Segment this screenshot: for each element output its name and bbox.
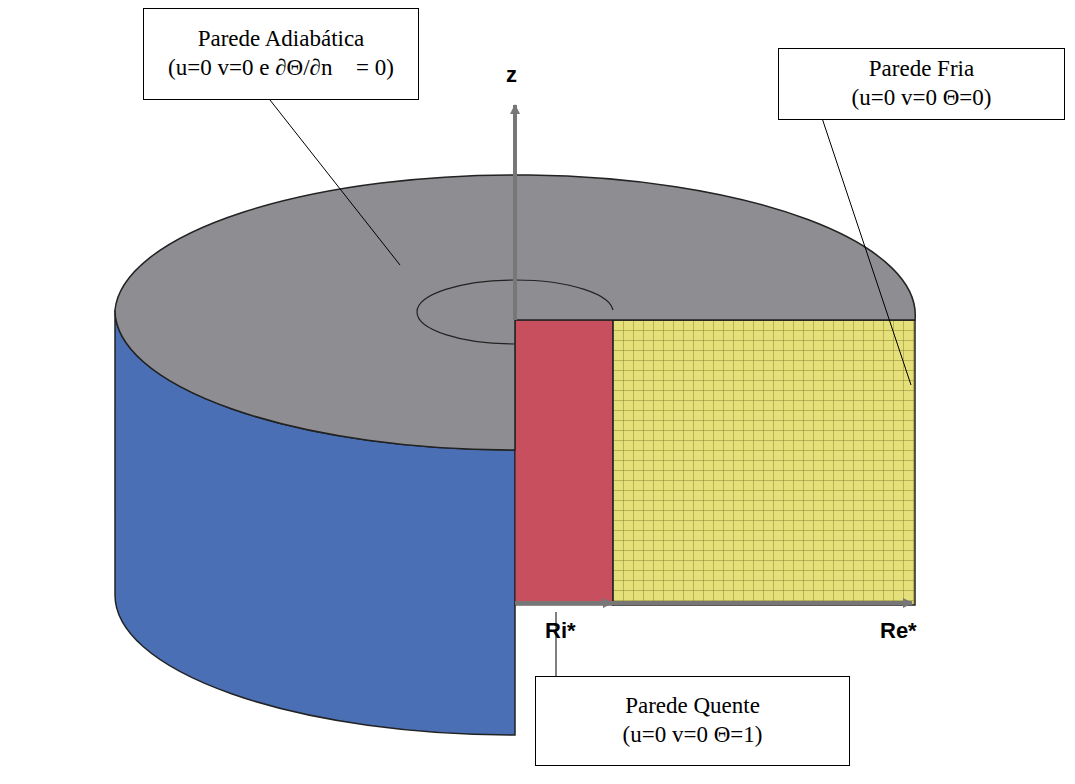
boundary-condition: (u=0 v=0 Θ=0) (852, 84, 992, 113)
callout-box: Parede Adiabática(u=0 v=0 e ∂Θ/∂n⃗ = 0) (143, 8, 419, 100)
leader-line (822, 118, 911, 385)
box-title: Parede Quente (625, 692, 760, 721)
callout-box: Parede Fria(u=0 v=0 Θ=0) (778, 48, 1065, 120)
radius-label: Re* (880, 618, 917, 644)
mesh-region (613, 320, 915, 605)
boundary-condition: (u=0 v=0 Θ=1) (623, 721, 763, 750)
hot-wall-region (515, 320, 613, 605)
ri-arrow (515, 601, 612, 605)
box-title: Parede Adiabática (198, 25, 365, 54)
z-axis (513, 105, 517, 320)
boundary-condition: (u=0 v=0 e ∂Θ/∂n⃗ = 0) (168, 54, 394, 83)
leader-line (270, 100, 400, 265)
axis-label: z (506, 62, 517, 88)
box-title: Parede Fria (869, 55, 974, 84)
re-arrow (612, 601, 912, 605)
radius-label: Ri* (545, 618, 576, 644)
callout-box: Parede Quente(u=0 v=0 Θ=1) (535, 676, 850, 766)
